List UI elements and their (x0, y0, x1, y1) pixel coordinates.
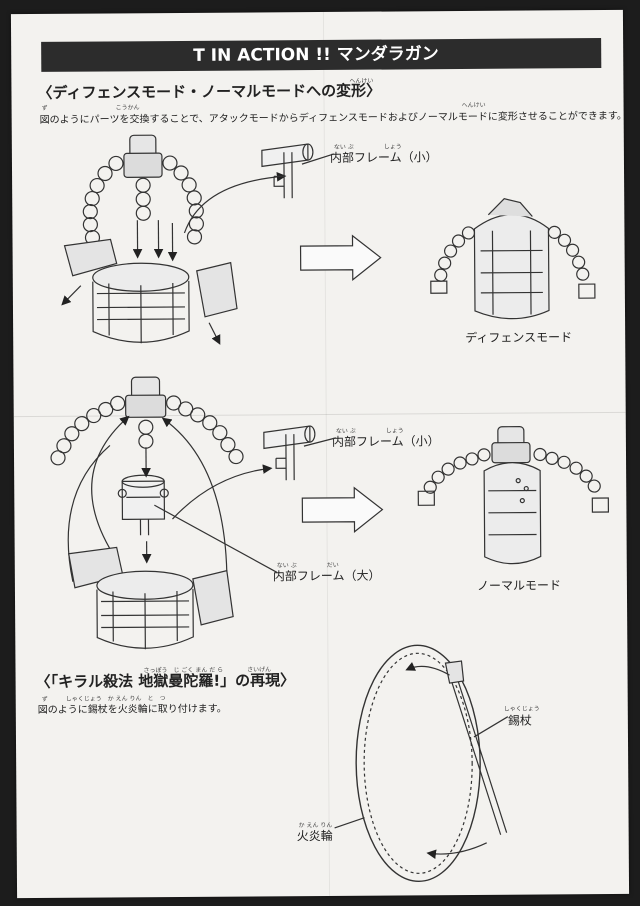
transform-arrow-2 (301, 486, 384, 533)
inner-frame-small-part-1 (261, 143, 335, 199)
exploded-figure-2 (50, 376, 278, 650)
flame-ring-assembly (334, 644, 509, 883)
instruction-sheet: T IN ACTION !! マンダラガン へんけい 〈ディフェンスモード・ノー… (10, 9, 630, 899)
transform-arrow-1 (299, 234, 382, 282)
exploded-figure-1 (61, 134, 287, 345)
assembly-illustrations (50, 134, 610, 883)
defense-mode-figure (430, 198, 596, 320)
inner-frame-small-part-2 (263, 425, 337, 481)
normal-mode-figure (417, 426, 610, 565)
